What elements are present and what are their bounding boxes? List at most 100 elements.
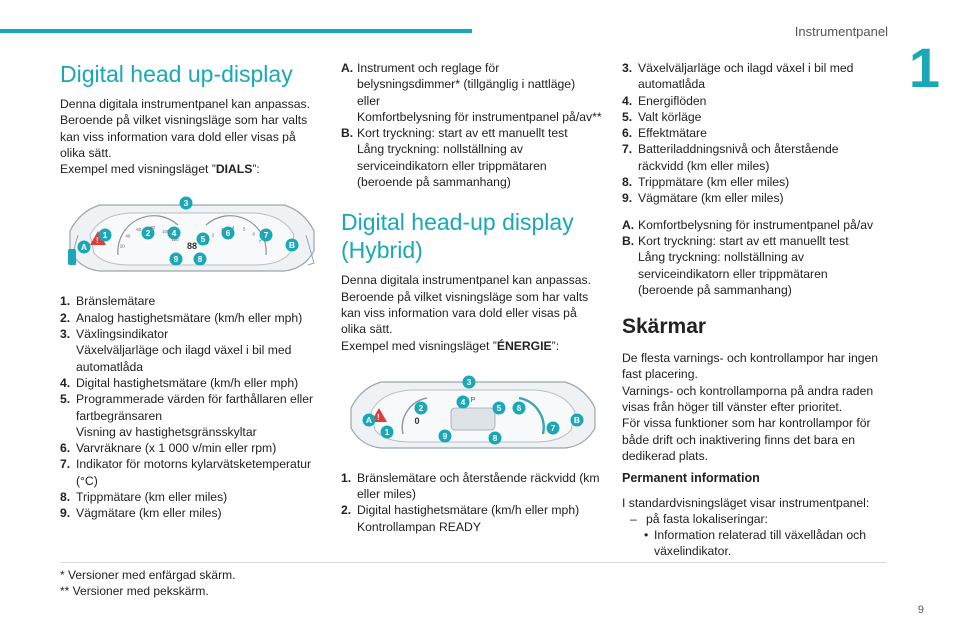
speed-tick-label: 60: [136, 227, 142, 232]
svg-text:3: 3: [184, 199, 189, 209]
item-text: Bränslemätare och återstående räckvidd (…: [357, 470, 600, 502]
list-item: A.Instrument och reglage för belysningsd…: [341, 60, 605, 125]
item-text: Komfortbelysning för instrumentpanel på/…: [638, 217, 874, 232]
callout-marker-4: 4: [456, 395, 470, 409]
speed-tick-label: 100: [162, 229, 170, 234]
item-text: Trippmätare (km eller miles): [638, 175, 790, 190]
list-item: 4.Digital hastighetsmätare (km/h eller m…: [60, 375, 324, 391]
tacho-tick-label: 2: [212, 233, 215, 238]
item-label: A.: [622, 217, 635, 232]
item-text: Instrument och reglage för belysningsdim…: [357, 61, 602, 124]
svg-text:A: A: [81, 243, 87, 253]
item-label: 7.: [622, 142, 633, 157]
svg-text:2: 2: [419, 403, 424, 413]
footnote-2: ** Versioner med pekskärm.: [60, 584, 209, 598]
list-item: 9.Vägmätare (km eller miles): [622, 190, 884, 206]
item-label: B.: [341, 126, 354, 141]
item-text: Programmerade värden för farthållaren el…: [76, 392, 314, 439]
callout-marker-3: 3: [462, 375, 476, 389]
example-line-hybrid: Exempel med visningsläget ”ÉNERGIE”:: [341, 338, 560, 353]
tacho-tick-label: 5: [243, 227, 246, 232]
svg-text:A: A: [366, 415, 372, 425]
svg-text:1: 1: [385, 427, 390, 437]
tacho-tick-label: 4: [232, 225, 235, 230]
permanent-intro: I standardvisningsläget visar instrument…: [622, 495, 870, 510]
mode-name-hybrid: ÉNERGIE: [496, 338, 552, 353]
item-label: 6.: [60, 441, 71, 456]
item-label: 3.: [60, 327, 71, 342]
dot-item: •Information relaterad till växellådan o…: [644, 528, 867, 559]
svg-text:5: 5: [201, 235, 206, 245]
header-accent-bar: [0, 29, 472, 33]
callout-marker-1: 1: [380, 425, 394, 439]
callout-marker-6: 6: [512, 401, 526, 415]
list-item: 9.Vägmätare (km eller miles): [60, 505, 324, 521]
callout-marker-7: 7: [546, 421, 560, 435]
item-text: Trippmätare (km eller miles): [76, 490, 228, 505]
legend-list-ab-hybrid: A.Komfortbelysning för instrumentpanel p…: [622, 217, 884, 298]
item-text: Vägmätare (km eller miles): [76, 506, 222, 521]
list-item: 4.Energiflöden: [622, 93, 884, 109]
item-label: 8.: [622, 175, 633, 190]
speed-tick-label: 20: [120, 244, 126, 249]
svg-text:!: !: [377, 413, 380, 422]
svg-text:8: 8: [198, 255, 203, 265]
tacho-tick-label: 1: [206, 241, 209, 246]
svg-text:2: 2: [146, 229, 151, 239]
digital-speed-readout: 88: [187, 241, 197, 251]
svg-text:7: 7: [551, 423, 556, 433]
heading-hybrid: Digital head-up display (Hybrid): [341, 209, 574, 264]
list-item: 6. Varvräknare (x 1 000 v/min eller rpm): [60, 440, 324, 456]
list-item: 2.Digital hastighetsmätare (km/h eller m…: [341, 502, 605, 535]
callout-marker-a: A: [77, 240, 91, 254]
svg-text:9: 9: [443, 431, 448, 441]
item-text: Varvräknare (x 1 000 v/min eller rpm): [76, 441, 277, 456]
callout-marker-9: 9: [169, 252, 183, 266]
heading-permanent-information: Permanent information: [622, 471, 760, 486]
callout-marker-5: 5: [492, 401, 506, 415]
list-item: 1. Bränslemätare och återstående räckvidd…: [341, 470, 605, 503]
intro-text: Denna digitala instrumentpanel kan anpas…: [60, 97, 311, 160]
list-item: 6. Effektmätare: [622, 125, 884, 141]
list-item: B.Kort tryckning: start av ett manuellt …: [341, 125, 605, 190]
speed-tick-label: 80: [150, 226, 156, 231]
column-1: Digital head up-display Denna digitala i…: [60, 60, 324, 522]
callout-marker-8: 8: [488, 431, 502, 445]
footnotes: * Versioner med enfärgad skärm. ** Versi…: [60, 562, 886, 599]
list-item: 7.Indikator för motorns kylarvätsketempe…: [60, 456, 324, 489]
mode-name: DIALS: [215, 162, 253, 177]
item-text: Kort tryckning: start av ett manuellt te…: [357, 126, 568, 190]
svg-text:B: B: [574, 415, 580, 425]
warning-triangle-icon: [90, 231, 106, 246]
item-label: 3.: [622, 61, 633, 75]
item-text: Valt körläge: [638, 109, 702, 124]
dash-item: –på fasta lokaliseringar:: [630, 511, 768, 526]
item-text: Vägmätare (km eller miles): [638, 191, 784, 206]
item-text: Indikator för motorns kylarvätsketempera…: [76, 457, 312, 488]
intro-text-hybrid: Denna digitala instrumentpanel kan anpas…: [341, 273, 592, 337]
list-item: 8.Trippmätare (km eller miles): [60, 489, 324, 505]
callout-marker-5: 5: [196, 232, 210, 246]
item-label: 6.: [622, 126, 633, 141]
svg-text:6: 6: [226, 229, 231, 239]
list-item: 1. Bränslemätare: [60, 293, 324, 309]
item-label: 1.: [341, 470, 352, 485]
tacho-tick-label: 3: [221, 228, 224, 233]
footnote-1: * Versioner med enfärgad skärm.: [60, 568, 236, 582]
item-label: 2.: [60, 310, 71, 325]
item-text: Bränslemätare: [76, 294, 156, 309]
item-label: 5.: [60, 392, 71, 407]
list-item: 2.Analog hastighetsmätare (km/h eller mp…: [60, 310, 324, 326]
callout-marker-9: 9: [438, 429, 452, 443]
screens-paragraph-2: Varnings- och kontrollamporna på andra r…: [622, 383, 874, 415]
item-label: 1.: [60, 294, 71, 309]
item-label: 5.: [622, 109, 633, 124]
item-text: Effektmätare: [638, 126, 707, 141]
svg-text:6: 6: [517, 403, 522, 413]
item-text: Energiflöden: [638, 93, 707, 108]
callout-marker-4: 4: [167, 226, 181, 240]
